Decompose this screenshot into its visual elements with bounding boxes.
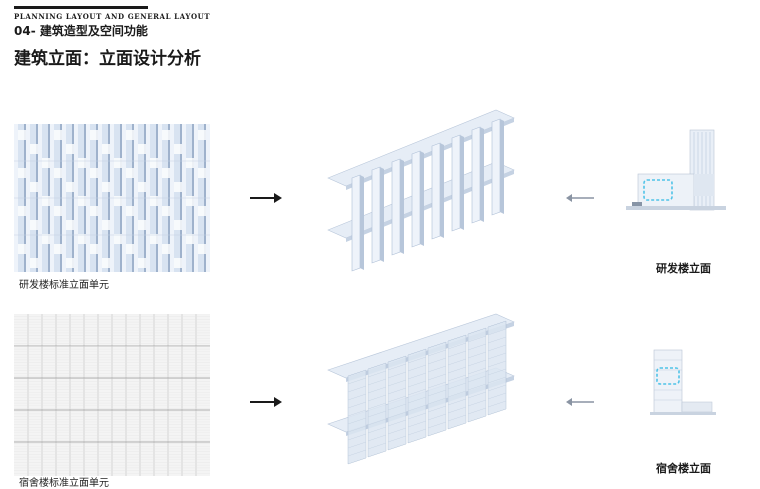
section-title: 04- 建筑造型及空间功能 — [14, 24, 148, 38]
page-title: 建筑立面：立面设计分析 — [14, 49, 201, 69]
rd-facade-unit-image — [14, 124, 210, 272]
arrow-right-icon — [250, 397, 282, 407]
header-rule — [14, 6, 148, 9]
dorm-unit-caption: 宿舍楼标准立面单元 — [19, 478, 109, 489]
dorm-building-elevation — [640, 346, 720, 418]
dorm-facade-unit-image — [14, 314, 210, 476]
dorm-facade-axonometric — [318, 306, 528, 478]
rd-facade-axonometric — [318, 100, 528, 280]
dorm-building-caption: 宿舍楼立面 — [656, 462, 711, 475]
arrow-left-icon — [566, 398, 594, 406]
rd-building-elevation — [620, 124, 730, 216]
rd-unit-caption: 研发楼标准立面单元 — [19, 280, 109, 291]
arrow-right-icon — [250, 193, 282, 203]
arrow-left-icon — [566, 194, 594, 202]
rd-building-caption: 研发楼立面 — [656, 262, 711, 275]
header-english-title: PLANNING LAYOUT AND GENERAL LAYOUT — [14, 12, 211, 21]
